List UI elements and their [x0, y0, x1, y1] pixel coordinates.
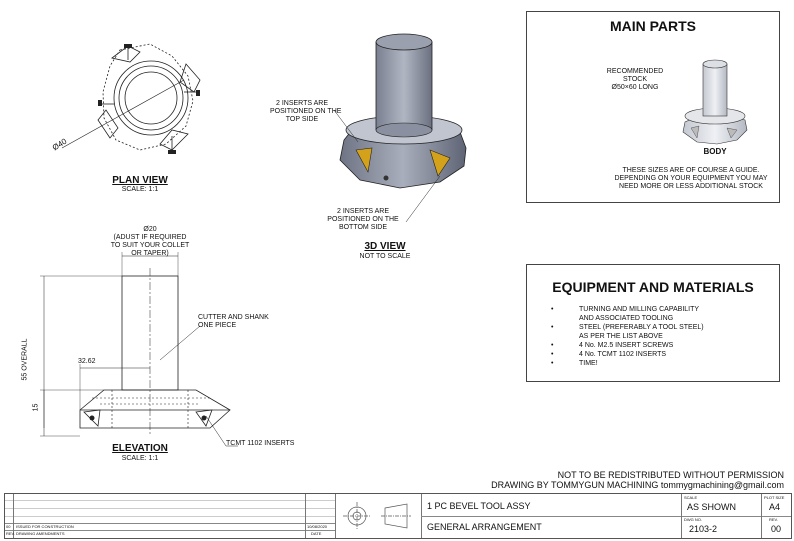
plot-value: A4	[769, 502, 781, 512]
rev-row-date: 10/08/2020	[307, 524, 328, 529]
scale-value: AS SHOWN	[687, 502, 737, 512]
rev-row-desc: ISSUED FOR CONSTRUCTION	[16, 524, 74, 529]
drawing-subtitle: GENERAL ARRANGEMENT	[427, 522, 542, 532]
3d-note-bottom: 2 INSERTS ARE POSITIONED ON THE BOTTOM S…	[327, 208, 399, 231]
equipment-list: TURNING AND MILLING CAPABILITY AND ASSOC…	[527, 305, 779, 368]
equipment-title: EQUIPMENT AND MATERIALS	[552, 279, 754, 295]
main-parts-title: MAIN PARTS	[609, 18, 697, 34]
elev-cutter-note: CUTTER AND SHANK ONE PIECE	[198, 314, 269, 329]
drawing-title: 1 PC BEVEL TOOL ASSY	[427, 501, 531, 511]
list-item: AND ASSOCIATED TOOLING	[579, 315, 674, 322]
projection-symbol-icon	[343, 502, 411, 530]
elev-inserts-note: TCMT 1102 INSERTS	[226, 440, 295, 447]
guide-note: THESE SIZES ARE OF COURSE A GUIDE. DEPEN…	[614, 167, 768, 190]
rev-value: 00	[771, 524, 782, 534]
elevation-scale: SCALE: 1:1	[121, 455, 159, 462]
plot-label: PLOT SIZE	[764, 495, 785, 500]
plan-view-title: PLAN VIEW	[112, 175, 168, 186]
list-item: STEEL (PREFERABLY A TOOL STEEL)	[527, 323, 779, 332]
equipment-panel: EQUIPMENT AND MATERIALS TURNING AND MILL…	[526, 264, 780, 382]
list-item: TIME!	[527, 359, 779, 368]
main-parts-panel: MAIN PARTS RECOMMENDED STOCK Ø50×60 LONG…	[526, 11, 780, 203]
body-drawing	[682, 59, 748, 145]
scale-label: SCALE	[684, 495, 698, 500]
redistribution-notice: NOT TO BE REDISTRIBUTED WITHOUT PERMISSI…	[557, 470, 784, 480]
dwg-label: DWG NO.	[684, 517, 702, 522]
list-item: 4 No. M2.5 INSERT SCREWS	[527, 341, 779, 350]
elev-dim-height: 15	[32, 403, 40, 412]
3d-view-title: 3D VIEW	[364, 241, 406, 252]
elevation-title: ELEVATION	[112, 443, 168, 454]
3d-view-scale: NOT TO SCALE	[359, 253, 411, 260]
title-block: 00 ISSUED FOR CONSTRUCTION 10/08/2020 RE…	[4, 493, 792, 539]
list-item: AS PER THE LIST ABOVE	[579, 333, 663, 340]
hdr-amend: DRAWING AMENDMENTS	[16, 531, 65, 536]
list-item: TURNING AND MILLING CAPABILITY	[527, 305, 779, 314]
list-item: 4 No. TCMT 1102 INSERTS	[527, 350, 779, 359]
plan-view-scale: SCALE: 1:1	[121, 186, 159, 193]
elev-dim-overall: 55 OVERALL	[21, 338, 29, 381]
drawn-by: DRAWING BY TOMMYGUN MACHINING tommygmach…	[491, 480, 784, 490]
dwg-value: 2103-2	[689, 524, 718, 534]
body-label: BODY	[703, 147, 727, 156]
3d-note-top: 2 INSERTS ARE POSITIONED ON THE TOP SIDE	[270, 100, 342, 123]
hdr-rev: REV.	[6, 531, 15, 536]
stock-note: RECOMMENDED STOCK Ø50×60 LONG	[606, 68, 664, 91]
elev-shank-note: Ø20 (ADUST IF REQUIRED TO SUIT YOUR COLL…	[110, 226, 190, 257]
elev-dim-radius: 32.62	[78, 358, 96, 365]
hdr-date: DATE	[311, 531, 322, 536]
rev-row-rev: 00	[6, 524, 11, 529]
rev-label: REV.	[769, 517, 778, 522]
